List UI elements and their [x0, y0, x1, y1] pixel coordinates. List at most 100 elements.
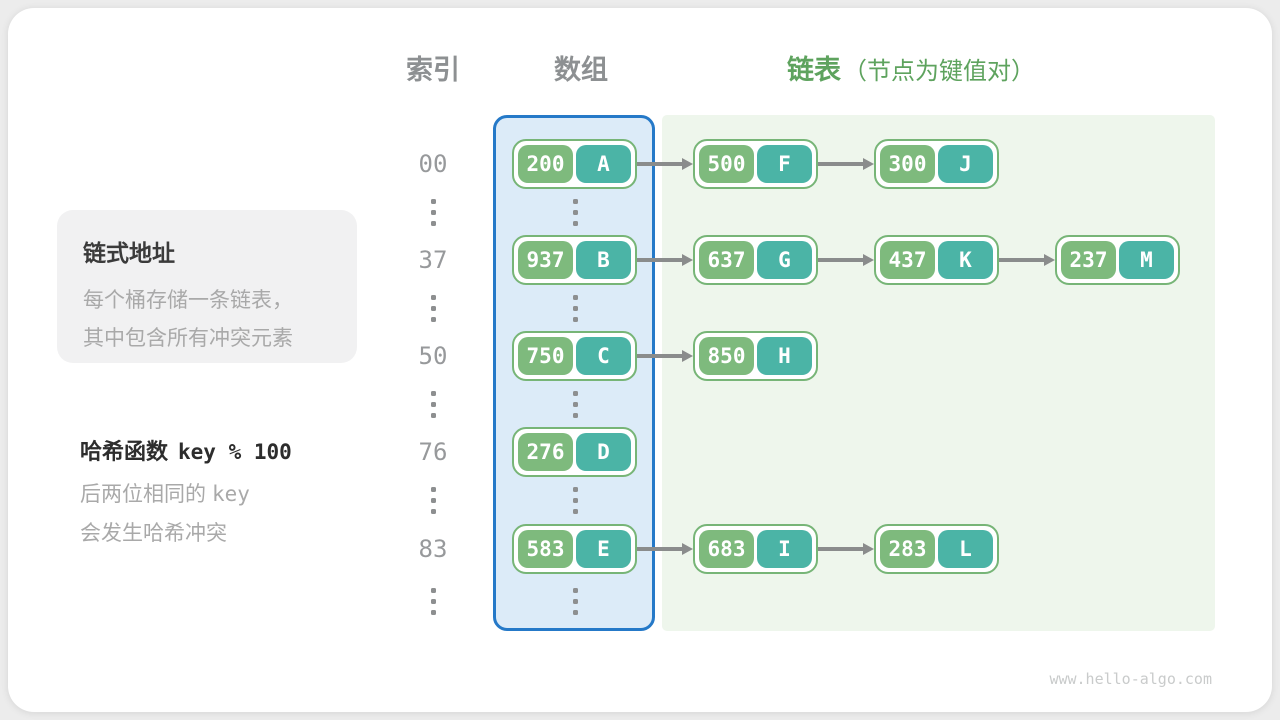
ellipsis-dots [572, 391, 578, 418]
arrow-head [682, 254, 693, 266]
value-cell: A [576, 145, 631, 183]
arrow-head [1044, 254, 1055, 266]
ellipsis-dots [430, 487, 436, 514]
value-cell: F [757, 145, 812, 183]
hash-note-line-1-text: 后两位相同的 [80, 483, 206, 506]
key-cell: 683 [699, 530, 754, 568]
arrow-head [682, 543, 693, 555]
hash-note-line-1-code: key [212, 482, 250, 506]
key-cell: 937 [518, 241, 573, 279]
dot [430, 221, 436, 226]
key-cell: 850 [699, 337, 754, 375]
value-cell: H [757, 337, 812, 375]
dot [430, 199, 436, 204]
link-arrow-icon [630, 543, 693, 555]
key-cell: 200 [518, 145, 573, 183]
ellipsis-dots [572, 295, 578, 322]
dot [572, 610, 578, 615]
dot [430, 498, 436, 503]
arrow-shaft [811, 162, 864, 166]
hash-note-line-2: 会发生哈希冲突 [80, 522, 227, 545]
dot [572, 413, 578, 418]
hash-function-title-zh: 哈希函数 [80, 439, 169, 464]
arrow-head [863, 254, 874, 266]
key-cell: 283 [880, 530, 935, 568]
dot [430, 610, 436, 615]
dot [572, 498, 578, 503]
column-header-array: 数组 [554, 55, 608, 85]
hash-function-title: 哈希函数 key % 100 [80, 434, 292, 466]
dot [430, 391, 436, 396]
dot [430, 306, 436, 311]
dot [572, 317, 578, 322]
arrow-shaft [630, 162, 683, 166]
value-cell: E [576, 530, 631, 568]
arrow-head [682, 350, 693, 362]
ellipsis-dots [430, 295, 436, 322]
index-label: 83 [418, 535, 448, 563]
link-arrow-icon [630, 350, 693, 362]
arrow-head [682, 158, 693, 170]
index-label: 76 [418, 438, 448, 466]
key-cell: 500 [699, 145, 754, 183]
arrow-shaft [630, 258, 683, 262]
dot [572, 221, 578, 226]
arrow-shaft [811, 547, 864, 551]
key-cell: 750 [518, 337, 573, 375]
info-box-line-2: 其中包含所有冲突元素 [83, 327, 293, 350]
value-cell: G [757, 241, 812, 279]
dot [430, 487, 436, 492]
info-box-title: 链式地址 [83, 240, 175, 266]
dot [430, 402, 436, 407]
dot [430, 509, 436, 514]
value-cell: L [938, 530, 993, 568]
key-cell: 437 [880, 241, 935, 279]
info-box-line-1: 每个桶存储一条链表， [83, 289, 293, 312]
value-cell: K [938, 241, 993, 279]
dot [430, 599, 436, 604]
value-cell: J [938, 145, 993, 183]
watermark-url: www.hello-algo.com [1049, 670, 1212, 688]
dot [430, 413, 436, 418]
arrow-head [863, 158, 874, 170]
hash-function-formula: key % 100 [178, 440, 292, 464]
link-arrow-icon [811, 158, 874, 170]
dot [572, 306, 578, 311]
key-cell: 583 [518, 530, 573, 568]
index-label: 50 [418, 342, 448, 370]
arrow-shaft [992, 258, 1045, 262]
value-cell: B [576, 241, 631, 279]
dot [572, 295, 578, 300]
link-arrow-icon [630, 158, 693, 170]
link-arrow-icon [811, 543, 874, 555]
info-box: 链式地址 每个桶存储一条链表， 其中包含所有冲突元素 [57, 210, 357, 363]
ellipsis-dots [430, 391, 436, 418]
hash-function-note: 后两位相同的 key 会发生哈希冲突 [80, 475, 250, 553]
key-cell: 237 [1061, 241, 1116, 279]
column-header-list-title: 链表 [787, 55, 841, 85]
dot [430, 210, 436, 215]
value-cell: M [1119, 241, 1174, 279]
link-arrow-icon [630, 254, 693, 266]
dot [430, 317, 436, 322]
arrow-head [863, 543, 874, 555]
arrow-shaft [630, 547, 683, 551]
arrow-shaft [811, 258, 864, 262]
column-header-index: 索引 [406, 55, 460, 85]
